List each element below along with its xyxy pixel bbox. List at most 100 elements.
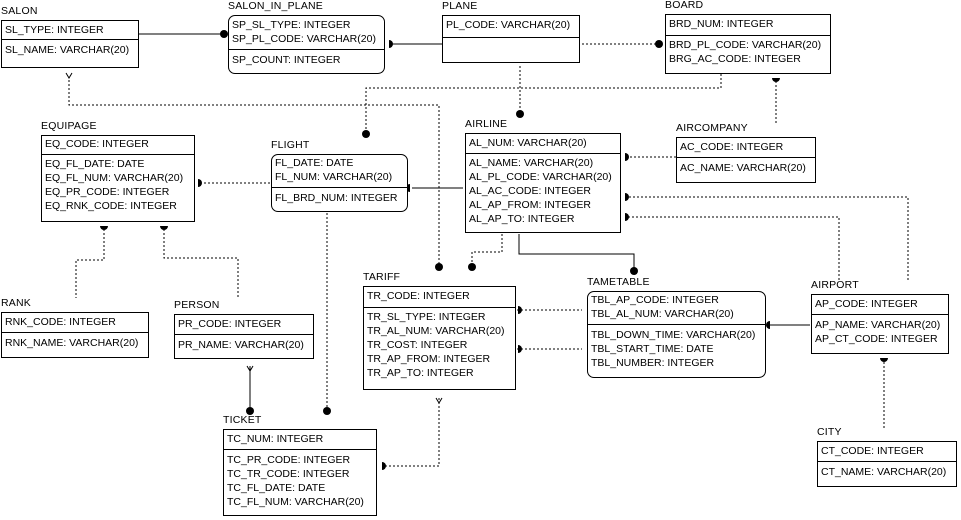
key-section: FL_DATE: DATE FL_NUM: VARCHAR(20) <box>271 156 408 184</box>
key-field: TR_CODE: INTEGER <box>367 290 470 302</box>
entity-box <box>228 15 385 74</box>
entity-board[interactable]: BOARD BRD_NUM: INTEGER BRD_PL_CODE: VARC… <box>665 0 831 74</box>
divider <box>174 334 314 335</box>
attr-section: SP_COUNT: INTEGER <box>228 53 385 67</box>
halfdot-timetable-right <box>766 321 770 329</box>
key-field: TBL_AP_CODE: INTEGER <box>591 294 719 306</box>
divider <box>228 49 385 50</box>
halfdot-tariff-right <box>518 306 522 314</box>
rel-airport-airline-1 <box>628 196 909 280</box>
halfdot-airline-right-2 <box>625 193 629 201</box>
rel-rank-equipage <box>75 229 105 298</box>
entity-equipage[interactable]: EQUIPAGE EQ_CODE: INTEGER EQ_FL_DATE: DA… <box>41 120 195 222</box>
entity-aircompany[interactable]: AIRCOMPANY AC_CODE: INTEGER AC_NAME: VAR… <box>676 122 816 183</box>
attr-field: TBL_NUMBER: INTEGER <box>591 357 715 369</box>
key-section: RNK_CODE: INTEGER <box>1 315 149 329</box>
entity-ticket[interactable]: TICKET TC_NUM: INTEGER TC_PR_CODE: INTEG… <box>223 414 377 516</box>
halfdot-airline-right-3 <box>625 213 629 221</box>
key-section: EQ_CODE: INTEGER <box>41 137 195 151</box>
dot-flight-top <box>362 130 370 138</box>
divider <box>41 154 195 155</box>
rel-airline-timetable <box>518 234 635 270</box>
divider <box>363 307 516 308</box>
entity-title: SALON_IN_PLANE <box>228 0 324 12</box>
dot-airline-top <box>516 110 524 118</box>
entity-salon-in-plane[interactable]: SALON_IN_PLANE SP_SL_TYPE: INTEGER SP_PL… <box>228 0 385 74</box>
attr-section: PR_NAME: VARCHAR(20) <box>174 338 314 352</box>
entity-tariff[interactable]: TARIFF TR_CODE: INTEGER TR_SL_TYPE: INTE… <box>363 271 516 390</box>
entity-airport[interactable]: AIRPORT AP_CODE: INTEGER AP_NAME: VARCHA… <box>811 279 949 354</box>
entity-flight[interactable]: FLIGHT FL_DATE: DATE FL_NUM: VARCHAR(20)… <box>271 139 408 212</box>
halfdot-salon-in-plane-right <box>389 40 393 48</box>
attr-field: AL_AC_CODE: INTEGER <box>469 185 591 197</box>
entity-title: PLANE <box>442 0 478 12</box>
attr-field: AP_CT_CODE: INTEGER <box>815 333 938 345</box>
entity-box <box>811 294 949 354</box>
entity-timetable[interactable]: TAMETABLE TBL_AP_CODE: INTEGER TBL_AL_NU… <box>587 276 766 378</box>
key-field: AL_NUM: VARCHAR(20) <box>469 137 587 149</box>
key-field: SP_SL_TYPE: INTEGER <box>232 19 351 31</box>
attr-field: TC_FL_NUM: VARCHAR(20) <box>227 496 364 508</box>
divider <box>811 314 949 315</box>
entity-title: SALON <box>1 5 38 17</box>
dot-tariff-top-1 <box>435 263 443 271</box>
entity-plane[interactable]: PLANE PL_CODE: VARCHAR(20) <box>442 0 580 63</box>
entity-title: BOARD <box>665 0 704 11</box>
key-field: CT_CODE: INTEGER <box>821 445 924 457</box>
key-section: AP_CODE: INTEGER <box>811 297 949 311</box>
attr-field: TR_AL_NUM: VARCHAR(20) <box>367 325 505 337</box>
key-section: SP_SL_TYPE: INTEGER SP_PL_CODE: VARCHAR(… <box>228 18 385 46</box>
attr-field: TC_TR_CODE: INTEGER <box>227 468 350 480</box>
divider <box>223 449 377 450</box>
key-field: AP_CODE: INTEGER <box>815 298 918 310</box>
attr-field: TBL_DOWN_TIME: VARCHAR(20) <box>591 329 756 341</box>
attr-section: TR_SL_TYPE: INTEGER TR_AL_NUM: VARCHAR(2… <box>363 310 516 380</box>
key-section: AL_NUM: VARCHAR(20) <box>465 136 621 150</box>
dot-tariff-top-2 <box>468 263 476 271</box>
divider <box>465 153 621 154</box>
entity-title: TAMETABLE <box>587 276 650 288</box>
attr-field: AP_NAME: VARCHAR(20) <box>815 319 941 331</box>
rel-board-flight <box>365 74 722 133</box>
attr-field: AL_PL_CODE: VARCHAR(20) <box>469 171 612 183</box>
entity-box <box>174 314 314 359</box>
fork-person-bottom <box>246 365 254 372</box>
rel-salon-tariff <box>68 80 440 266</box>
attr-field: BRG_AC_CODE: INTEGER <box>669 53 801 65</box>
key-section: PR_CODE: INTEGER <box>174 317 314 331</box>
fork-tariff-bottom <box>435 397 443 404</box>
entity-title: AIRCOMPANY <box>676 122 748 134</box>
attr-field: AL_AP_TO: INTEGER <box>469 213 575 225</box>
attr-section: AC_NAME: VARCHAR(20) <box>676 161 816 175</box>
key-field: PR_CODE: INTEGER <box>178 318 282 330</box>
key-field: FL_DATE: DATE <box>275 157 354 169</box>
attr-field: RNK_NAME: VARCHAR(20) <box>5 337 139 349</box>
dot-ticket-top-2 <box>323 407 331 415</box>
entity-airline[interactable]: AIRLINE AL_NUM: VARCHAR(20) AL_NAME: VAR… <box>465 118 621 233</box>
key-field: SL_TYPE: INTEGER <box>5 24 104 36</box>
key-section: CT_CODE: INTEGER <box>817 444 957 458</box>
attr-section: AP_NAME: VARCHAR(20) AP_CT_CODE: INTEGER <box>811 318 949 346</box>
entity-title: RANK <box>1 297 31 309</box>
key-section: AC_CODE: INTEGER <box>676 140 816 154</box>
dot-board-left <box>655 40 663 48</box>
attr-section: CT_NAME: VARCHAR(20) <box>817 465 957 479</box>
entity-salon[interactable]: SALON SL_TYPE: INTEGER SL_NAME: VARCHAR(… <box>1 5 139 68</box>
rel-airline-tariff <box>471 234 503 268</box>
key-section: SL_TYPE: INTEGER <box>1 23 139 37</box>
entity-rank[interactable]: RANK RNK_CODE: INTEGER RNK_NAME: VARCHAR… <box>1 297 149 358</box>
entity-person[interactable]: PERSON PR_CODE: INTEGER PR_NAME: VARCHAR… <box>174 299 314 359</box>
divider <box>676 157 816 158</box>
entity-title: CITY <box>817 426 842 438</box>
halfdot-equipage-right <box>198 179 202 187</box>
attr-field: PR_NAME: VARCHAR(20) <box>178 339 304 351</box>
key-section: TBL_AP_CODE: INTEGER TBL_AL_NUM: VARCHAR… <box>587 293 766 321</box>
attr-field: EQ_RNK_CODE: INTEGER <box>45 200 177 212</box>
key-field: PL_CODE: VARCHAR(20) <box>446 19 571 31</box>
attr-section: AL_NAME: VARCHAR(20) AL_PL_CODE: VARCHAR… <box>465 156 621 226</box>
divider <box>665 35 831 36</box>
attr-field: TR_SL_TYPE: INTEGER <box>367 311 486 323</box>
divider <box>1 39 139 40</box>
entity-city[interactable]: CITY CT_CODE: INTEGER CT_NAME: VARCHAR(2… <box>817 426 957 487</box>
attr-field: EQ_FL_NUM: VARCHAR(20) <box>45 172 184 184</box>
